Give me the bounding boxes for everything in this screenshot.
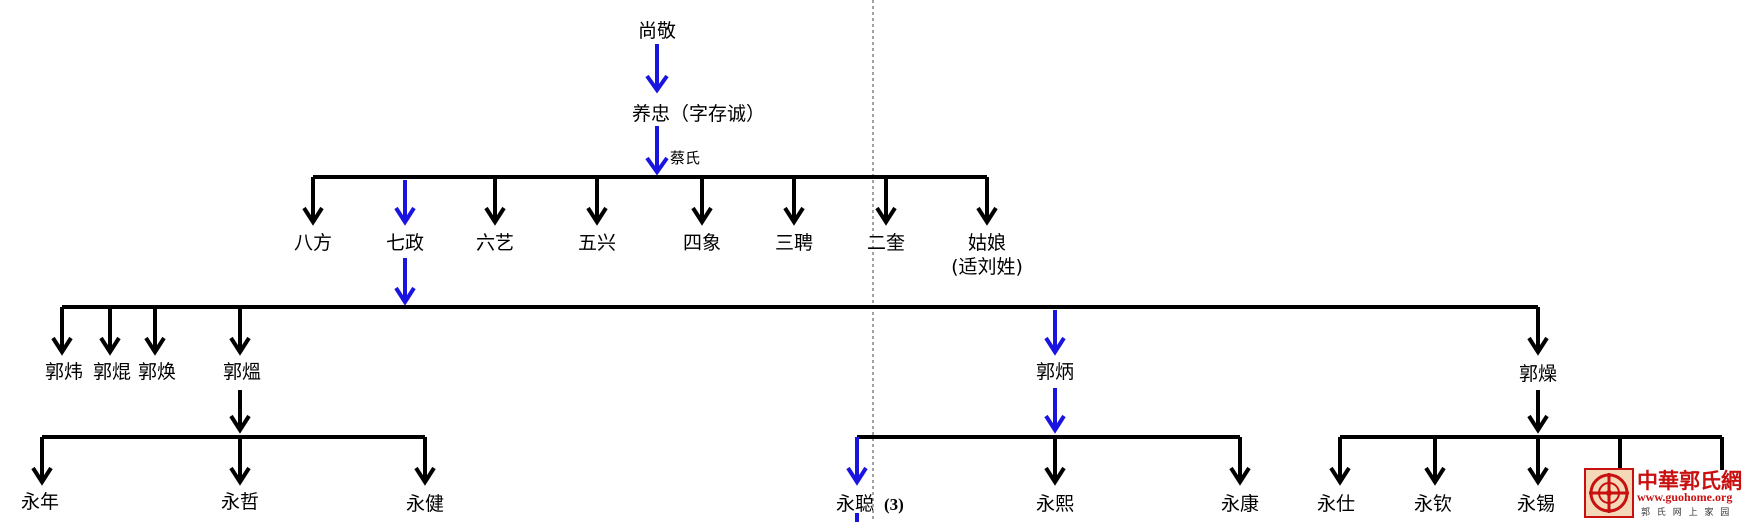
logo-subtitle: 郭 氏 网 上 家 园 xyxy=(1641,508,1732,518)
node-guohun: 郭焜 xyxy=(93,361,131,383)
node-yongnian: 永年 xyxy=(21,491,59,513)
logo-title: 中華郭氏網 xyxy=(1637,468,1742,493)
link-guobing xyxy=(1044,310,1066,356)
node-guoyun: 郭熅 xyxy=(223,361,261,383)
link-qizheng xyxy=(394,180,416,226)
node-qizheng: 七政 xyxy=(386,232,424,254)
logo-url: www.guohome.org xyxy=(1637,490,1733,504)
node-yongjian: 永健 xyxy=(406,493,444,515)
node-liuyi: 六艺 xyxy=(476,232,514,254)
node-shangjing: 尚敬 xyxy=(638,20,676,42)
node-yongkang: 永康 xyxy=(1221,493,1259,515)
yongcong-count: (3) xyxy=(884,495,904,514)
node-bafang: 八方 xyxy=(294,232,332,254)
node-guniang: 姑娘 xyxy=(968,232,1006,254)
connector-guoyun-children xyxy=(31,390,436,486)
node-sanpin: 三聘 xyxy=(775,232,813,254)
link-yongcong xyxy=(846,437,868,522)
node-yongxi: 永熙 xyxy=(1036,493,1074,515)
node-guniang-note: (适刘姓) xyxy=(951,256,1023,278)
node-yongqin: 永钦 xyxy=(1414,493,1452,515)
node-yangzhong: 养忠（字存诚） xyxy=(632,103,765,125)
link-yangzhong-bar xyxy=(645,126,669,176)
connector-generation-4 xyxy=(51,305,1549,356)
node-yongcong: 永聪 xyxy=(836,493,874,515)
connector-guozao-children xyxy=(1329,390,1724,486)
node-guohuan: 郭焕 xyxy=(138,361,176,383)
connector-guobing-children xyxy=(857,435,1251,486)
link-guobing-bar xyxy=(1044,388,1066,434)
node-yongzhe: 永哲 xyxy=(221,491,259,513)
link-qizheng-bar xyxy=(394,258,416,306)
node-guozao: 郭燥 xyxy=(1519,363,1557,385)
link-shangjing-yangzhong xyxy=(645,44,669,94)
logo-emblem-icon xyxy=(1584,468,1634,518)
node-sixiang: 四象 xyxy=(683,232,721,254)
node-yongshi: 永仕 xyxy=(1317,493,1355,515)
node-guowei: 郭炜 xyxy=(45,361,83,383)
node-wuxing: 五兴 xyxy=(578,232,616,254)
node-erkui: 二奎 xyxy=(867,232,905,254)
node-yongxi2: 永锡 xyxy=(1517,493,1555,515)
node-guobing: 郭炳 xyxy=(1036,361,1074,383)
spouse-label-cai: 蔡氏 xyxy=(670,149,700,167)
connector-generation-3 xyxy=(302,175,998,226)
site-logo: 中華郭氏網 www.guohome.org 郭 氏 网 上 家 园 xyxy=(1583,465,1743,522)
